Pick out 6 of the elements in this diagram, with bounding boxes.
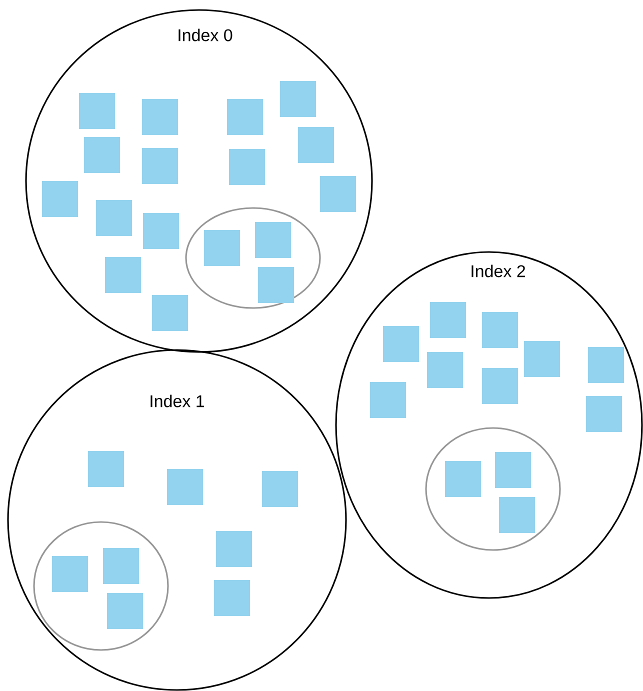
group-label: Index 0: [178, 28, 232, 42]
subgroup-circle: [33, 521, 169, 651]
group-label: Index 1: [150, 394, 204, 408]
subgroup-circle: [425, 427, 561, 551]
subgroup-circle: [185, 207, 321, 309]
group-label: Index 2: [472, 264, 525, 278]
